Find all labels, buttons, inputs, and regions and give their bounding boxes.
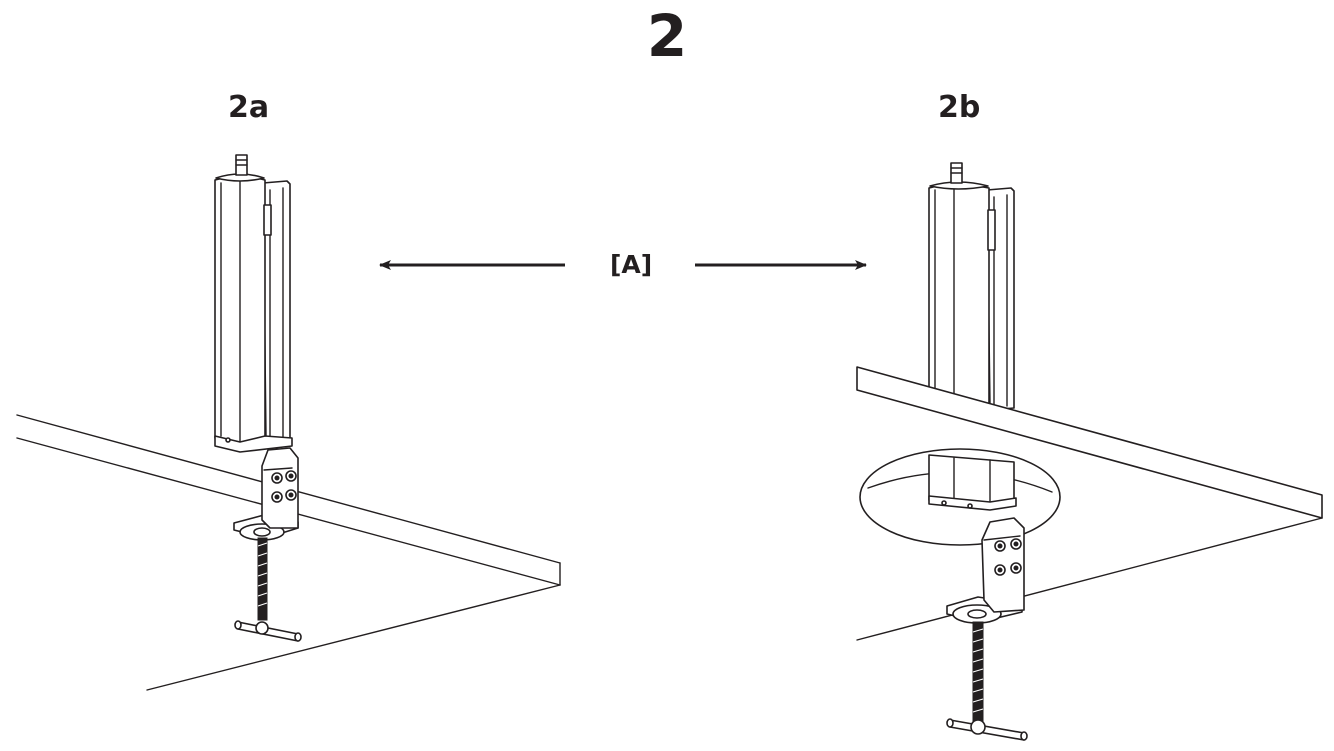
step-number: 2 <box>646 2 688 70</box>
pole-2a <box>214 154 293 453</box>
desk-2b <box>856 366 1323 641</box>
callout-label-a: [A] <box>610 250 653 279</box>
clamp-2b <box>946 517 1028 741</box>
pole-2b-upper <box>928 162 1015 411</box>
pole-2b-lower <box>928 454 1017 511</box>
figure-label-2b: 2b <box>938 90 981 125</box>
figure-label-2a: 2a <box>228 90 270 125</box>
clamp-2a <box>233 447 302 642</box>
